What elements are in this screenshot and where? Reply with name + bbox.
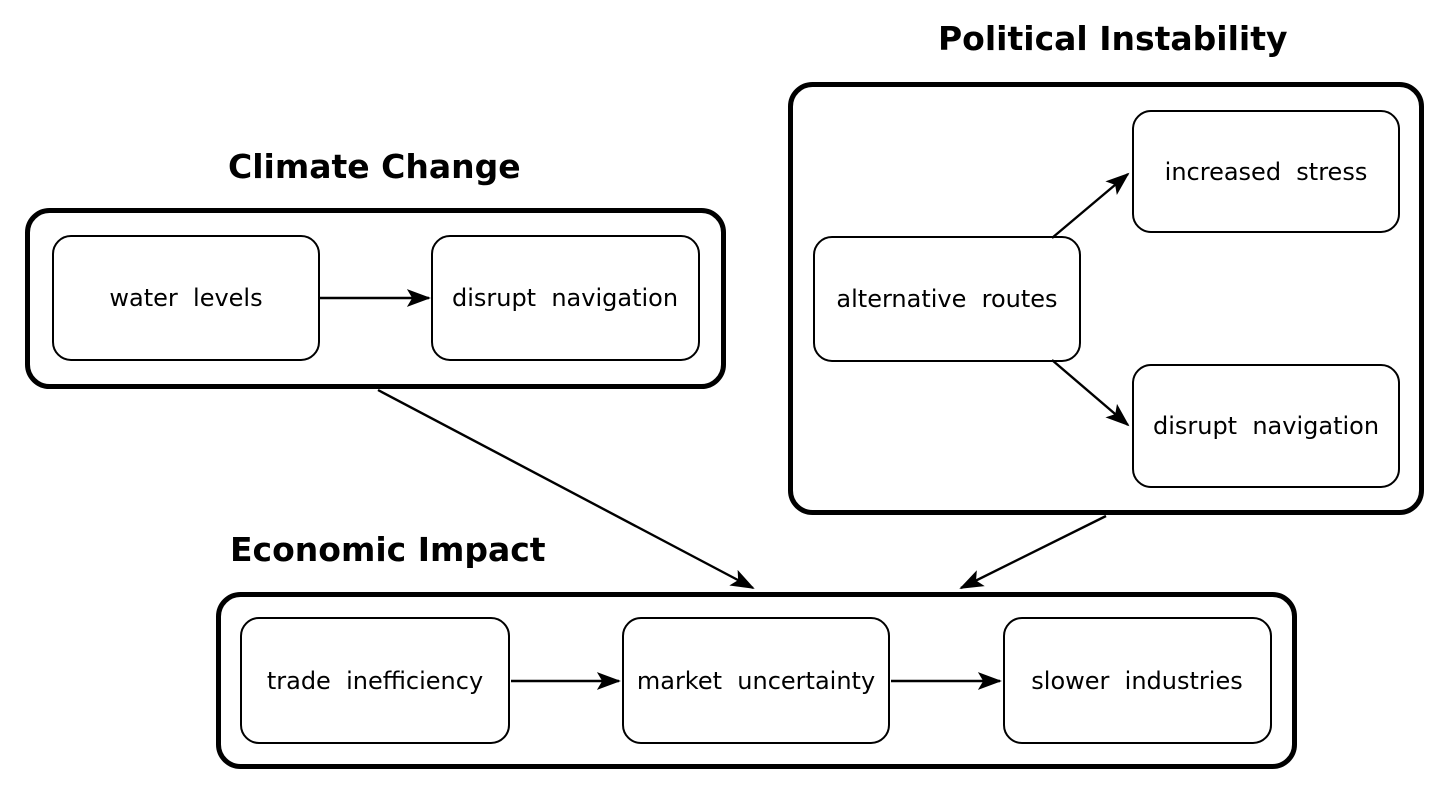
cluster-title-economic-impact: Economic Impact (230, 530, 546, 569)
node-label-market-uncertainty: market uncertainty (636, 667, 876, 695)
node-label-alternative-routes: alternative routes (836, 285, 1058, 313)
node-box-trade-inefficiency[interactable] (240, 617, 510, 744)
edge-climate-to-economic (377, 388, 755, 590)
node-box-disrupt-navigation-cc[interactable] (431, 235, 700, 361)
node-box-disrupt-navigation-pi[interactable] (1132, 364, 1400, 488)
node-box-slower-industries[interactable] (1003, 617, 1272, 744)
node-label-increased-stress: increased stress (1164, 158, 1368, 186)
node-label-slower-industries: slower industries (1031, 667, 1243, 695)
node-box-alternative-routes[interactable] (813, 236, 1081, 362)
node-label-disrupt-navigation-pi: disrupt navigation (1152, 412, 1380, 440)
cluster-box-economic-impact[interactable] (216, 592, 1297, 769)
cluster-box-climate-change[interactable] (25, 208, 726, 389)
cluster-title-political-instability: Political Instability (938, 19, 1288, 58)
node-label-trade-inefficiency: trade inefficiency (266, 667, 484, 695)
cluster-box-political-instability[interactable] (788, 82, 1424, 515)
cluster-title-climate-change: Climate Change (228, 147, 521, 186)
edge-alternative-routes-to-increased-stress (1051, 172, 1130, 239)
node-label-water-levels: water levels (109, 284, 263, 312)
node-box-water-levels[interactable] (52, 235, 320, 361)
edge-alternative-routes-to-disrupt-navigation-pi (1051, 359, 1130, 427)
node-label-disrupt-navigation-cc: disrupt navigation (451, 284, 679, 312)
edge-political-to-economic (959, 514, 1107, 590)
node-box-increased-stress[interactable] (1132, 110, 1400, 233)
node-box-market-uncertainty[interactable] (622, 617, 890, 744)
